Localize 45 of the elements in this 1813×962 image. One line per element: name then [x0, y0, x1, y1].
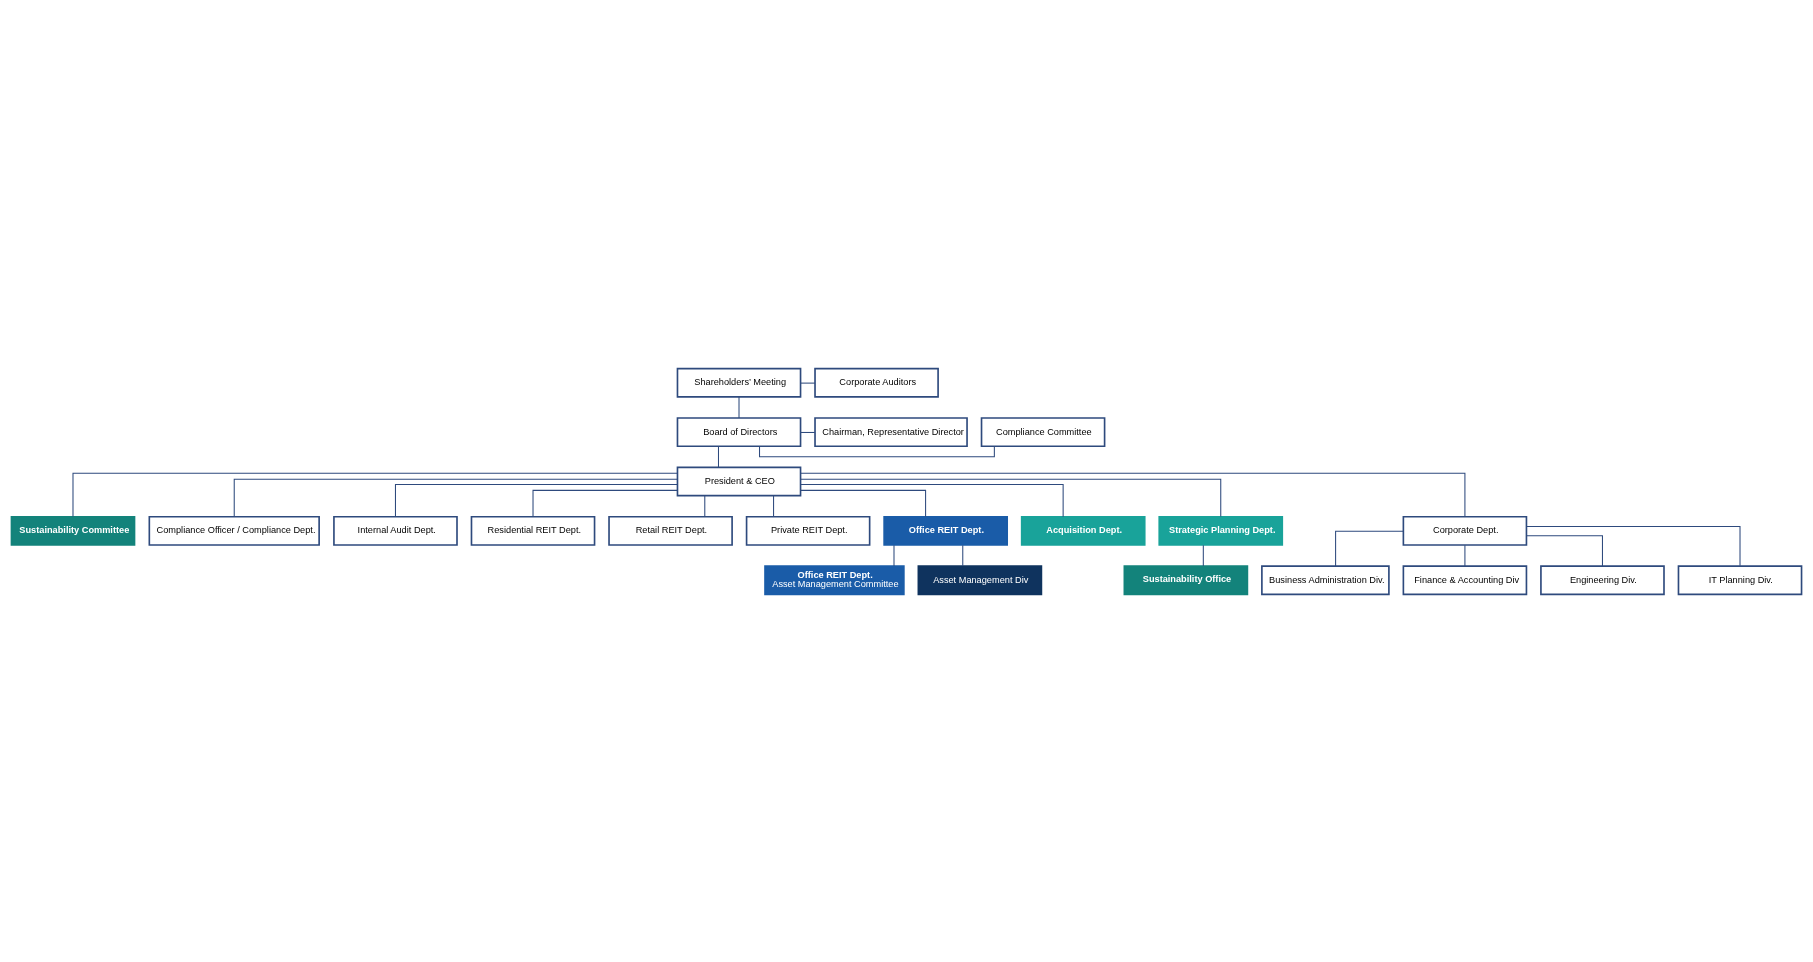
- node-box: Sustainability Office: [1123, 564, 1249, 595]
- connector: [800, 483, 1064, 517]
- node-box: Office REIT Dept. Asset Management Committee: [764, 564, 905, 595]
- node-box: Compliance Officer / Compliance Dept.: [148, 515, 320, 546]
- node-box: Corporate Auditors: [814, 367, 939, 398]
- connector: [738, 396, 740, 418]
- connector: [1202, 544, 1204, 566]
- connector: [1525, 525, 1741, 566]
- node-box: Engineering Div.: [1540, 564, 1665, 595]
- connector: [893, 544, 895, 566]
- node-box: Residential REIT Dept.: [470, 515, 596, 546]
- node-box: Board of Directors: [676, 416, 802, 447]
- node-box: Private REIT Dept.: [745, 515, 871, 546]
- node-box: Office REIT Dept.: [883, 515, 1008, 546]
- connector: [233, 478, 678, 517]
- connector: [72, 472, 678, 517]
- node-box: President & CEO: [676, 466, 802, 496]
- connector: [800, 489, 927, 517]
- connector: [800, 478, 1222, 517]
- connector: [1526, 534, 1603, 566]
- node-box: Retail REIT Dept.: [608, 515, 733, 546]
- connector: [1335, 530, 1404, 567]
- connector: [962, 544, 964, 566]
- node-box: Shareholders’ Meeting: [676, 367, 802, 398]
- connector: [394, 483, 678, 517]
- node-box: Internal Audit Dept.: [333, 515, 458, 546]
- connector: [800, 382, 816, 384]
- connector: [532, 489, 678, 517]
- connector: [717, 445, 719, 468]
- connector: [773, 494, 775, 517]
- node-box: Corporate Dept.: [1402, 515, 1528, 546]
- node-box: Compliance Committee: [980, 416, 1106, 447]
- connector: [800, 431, 816, 433]
- node-box: Asset Management Div: [917, 564, 1043, 595]
- connector: [1464, 544, 1466, 566]
- node-box: Business Administration Div.: [1261, 564, 1390, 595]
- node-box: Acquisition Dept.: [1020, 515, 1146, 546]
- node-box: Finance & Accounting Div: [1402, 564, 1528, 595]
- connector: [759, 445, 995, 457]
- connector: [704, 494, 706, 517]
- node-box: Chairman, Representative Director: [814, 416, 968, 447]
- node-box: IT Planning Div.: [1677, 564, 1803, 595]
- connector: [800, 472, 1466, 517]
- node-box: Sustainability Committee: [10, 515, 136, 546]
- node-box: Strategic Planning Dept.: [1158, 515, 1284, 546]
